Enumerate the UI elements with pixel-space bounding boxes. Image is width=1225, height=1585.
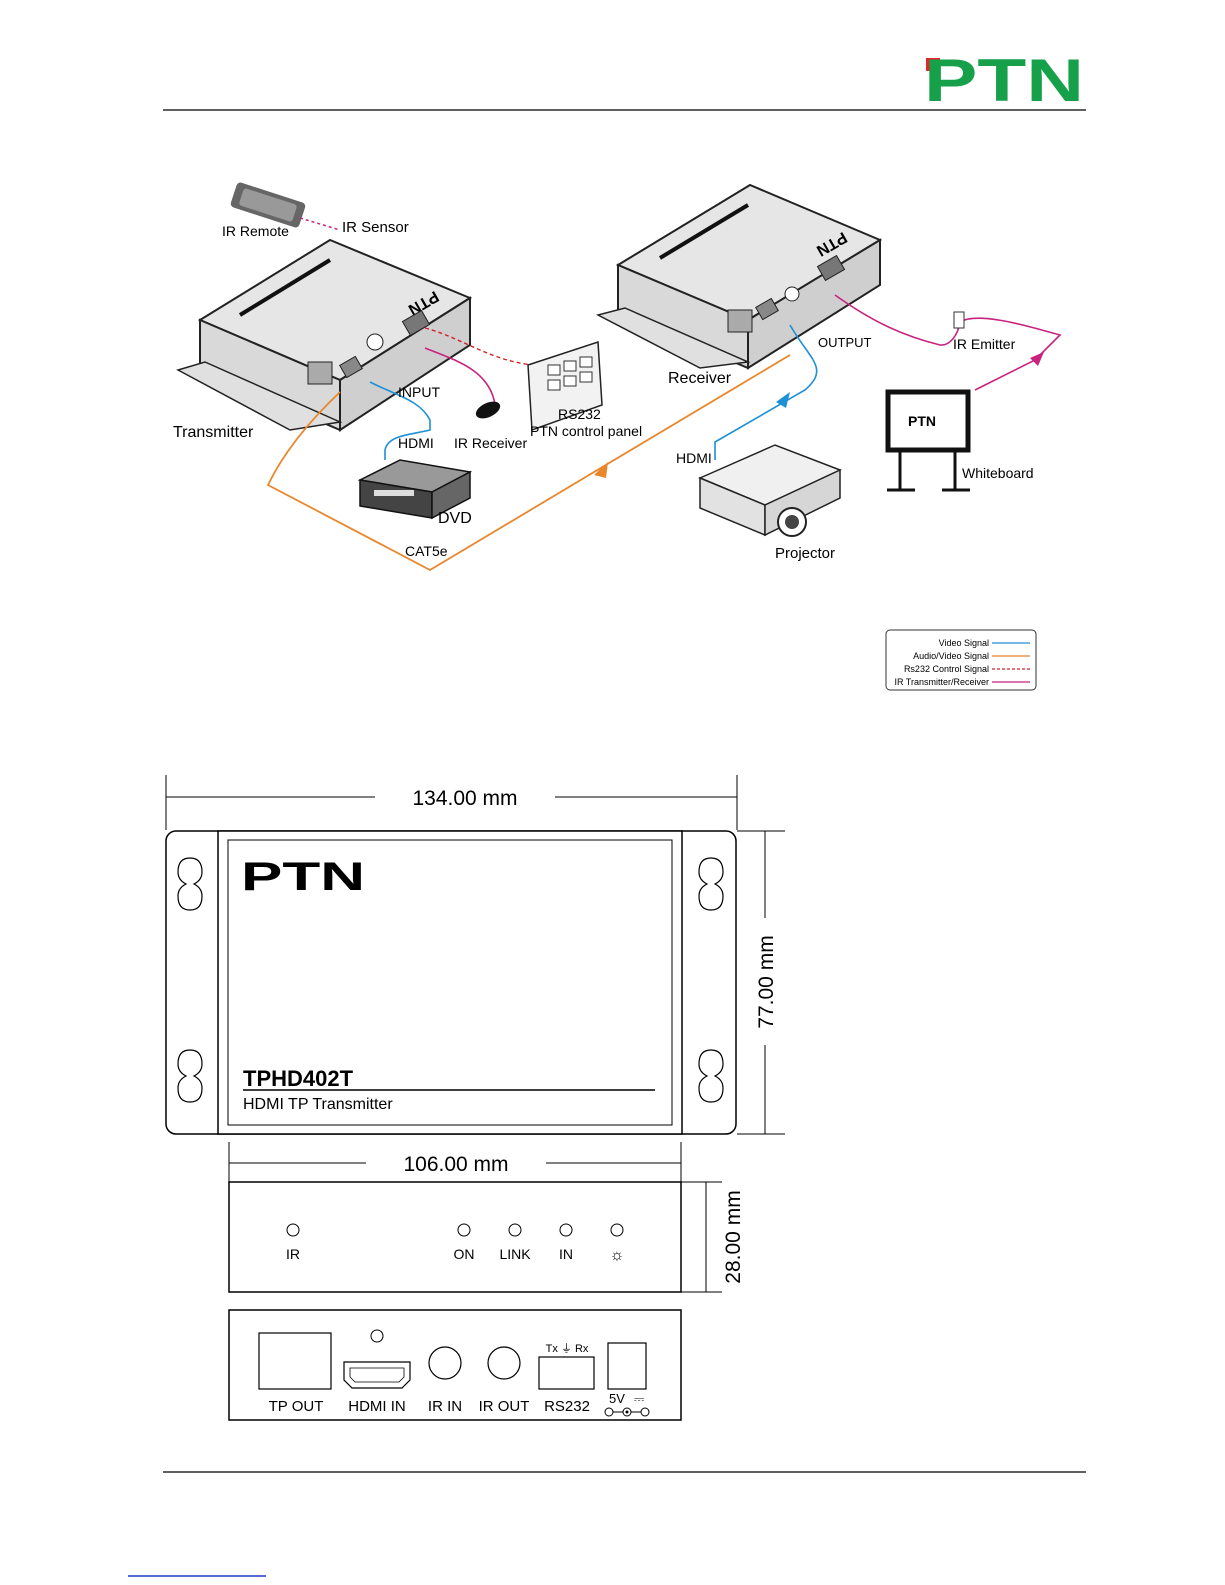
ptn-control-panel [527, 340, 603, 432]
legend-label-video: Video Signal [939, 638, 989, 648]
depth-label: 28.00 mm [722, 1190, 745, 1283]
transmitter-device: PTN [176, 238, 473, 432]
whiteboard: PTN [885, 389, 971, 492]
tp-out-port [258, 1332, 332, 1390]
whiteboard-logo: PTN [908, 413, 936, 429]
legend-label-ir: IR Transmitter/Receiver [894, 677, 989, 687]
hdmi-led [370, 1329, 384, 1343]
signal-legend: Video Signal Audio/Video Signal Rs232 Co… [885, 629, 1037, 691]
port-label-hdmi-in: HDMI IN [348, 1398, 406, 1415]
led-in [559, 1223, 573, 1237]
transmitter-label: Transmitter [173, 424, 254, 441]
hdmi-in-port [343, 1361, 411, 1389]
ir-remote-icon [230, 182, 306, 228]
top-view: PTN TPHD402T HDMI TP Transmitter [165, 830, 737, 1135]
ir-beam [299, 217, 341, 231]
dimension-drawing: 134.00 mm PTN TPHD402T HDMI TP Transmitt… [165, 775, 785, 1421]
hdmi-out-label: HDMI [676, 450, 712, 466]
dc-symbol-icon: ⎓ [634, 1391, 644, 1406]
ir-receiver-icon [475, 401, 501, 419]
power-sun-icon: ☼ [610, 1247, 625, 1264]
power-jack [607, 1342, 647, 1390]
projector-label: Projector [775, 545, 835, 562]
port-label-rs232: RS232 [544, 1398, 590, 1415]
mount-slot-icon [698, 857, 724, 911]
ir-emitter-label: IR Emitter [953, 336, 1016, 352]
ir-emitter-arrow [1030, 352, 1044, 366]
led-label-link: LINK [499, 1246, 531, 1262]
logo-red-square [926, 58, 940, 71]
legend-label-rs232: Rs232 Control Signal [904, 664, 989, 674]
device-logo: PTN [241, 855, 365, 899]
cat5e-label: CAT5e [405, 543, 448, 559]
page-footer [128, 1471, 1086, 1577]
mount-slot-icon [177, 1049, 203, 1103]
cat5e-cable [266, 354, 791, 572]
rs232-label: RS232 [558, 406, 601, 422]
model-name: TPHD402T [243, 1066, 354, 1091]
mount-slot-icon [177, 857, 203, 911]
front-panel: IR ON LINK IN ☼ [228, 1181, 682, 1293]
connection-diagram: IR Remote IR Sensor PTN Transmitter INPU… [173, 182, 1062, 691]
ir-in-port [428, 1346, 462, 1380]
inner-width-dimension: 106.00 mm [228, 1142, 682, 1182]
ir-sensor-label: IR Sensor [342, 219, 409, 236]
port-label-ir-out: IR OUT [479, 1398, 530, 1415]
receiver-label: Receiver [668, 370, 732, 387]
whiteboard-label: Whiteboard [962, 465, 1034, 481]
ptn-control-panel-label: PTN control panel [530, 423, 642, 439]
height-dimension: 77.00 mm [737, 830, 785, 1135]
height-label: 77.00 mm [755, 935, 778, 1028]
ir-receiver-cable [424, 347, 496, 406]
page-header: PTN [0, 0, 1225, 115]
width-dimension: 134.00 mm [165, 775, 738, 830]
led-label-ir: IR [286, 1246, 300, 1262]
hdmi-output-arrow [776, 392, 790, 408]
hdmi-input-cable [369, 381, 431, 460]
rs232-port [538, 1356, 595, 1390]
rear-panel: TP OUT HDMI IN IR IN IR OUT Tx ⏚ Rx RS23… [228, 1309, 682, 1421]
ir-remote-label: IR Remote [222, 223, 289, 239]
led-on [457, 1223, 471, 1237]
model-description: HDMI TP Transmitter [243, 1096, 393, 1113]
cat5e-arrow [594, 462, 608, 478]
dvd-label: DVD [438, 510, 472, 527]
projector [698, 444, 842, 537]
receiver-device: PTN [595, 183, 883, 370]
ir-emitter-icon [953, 311, 965, 329]
width-label: 134.00 mm [412, 787, 517, 810]
led-ir [286, 1223, 300, 1237]
logo-text: PTN [924, 47, 1084, 114]
hdmi-output-cable [714, 324, 818, 460]
led-label-in: IN [559, 1246, 573, 1262]
legend-label-av: Audio/Video Signal [913, 651, 989, 661]
dvd-player [357, 459, 473, 520]
port-label-tp-out: TP OUT [269, 1398, 324, 1415]
polarity-icon [604, 1407, 650, 1417]
depth-dimension: 28.00 mm [681, 1181, 745, 1293]
inner-width-label: 106.00 mm [403, 1153, 508, 1176]
ir-receiver-label: IR Receiver [454, 435, 527, 451]
mount-slot-icon [698, 1049, 724, 1103]
led-label-on: ON [454, 1246, 475, 1262]
led-power [610, 1223, 624, 1237]
port-label-5v: 5V [609, 1391, 625, 1406]
ir-emitter-cable [834, 294, 1062, 391]
ir-out-port [487, 1346, 521, 1380]
port-label-ir-in: IR IN [428, 1398, 462, 1415]
output-label: OUTPUT [818, 335, 872, 350]
ptn-logo: PTN [163, 47, 1086, 114]
rs232-pins-label: Tx ⏚ Rx [546, 1342, 589, 1355]
led-link [508, 1223, 522, 1237]
hdmi-in-label: HDMI [398, 435, 434, 451]
input-label: INPUT [398, 384, 440, 400]
